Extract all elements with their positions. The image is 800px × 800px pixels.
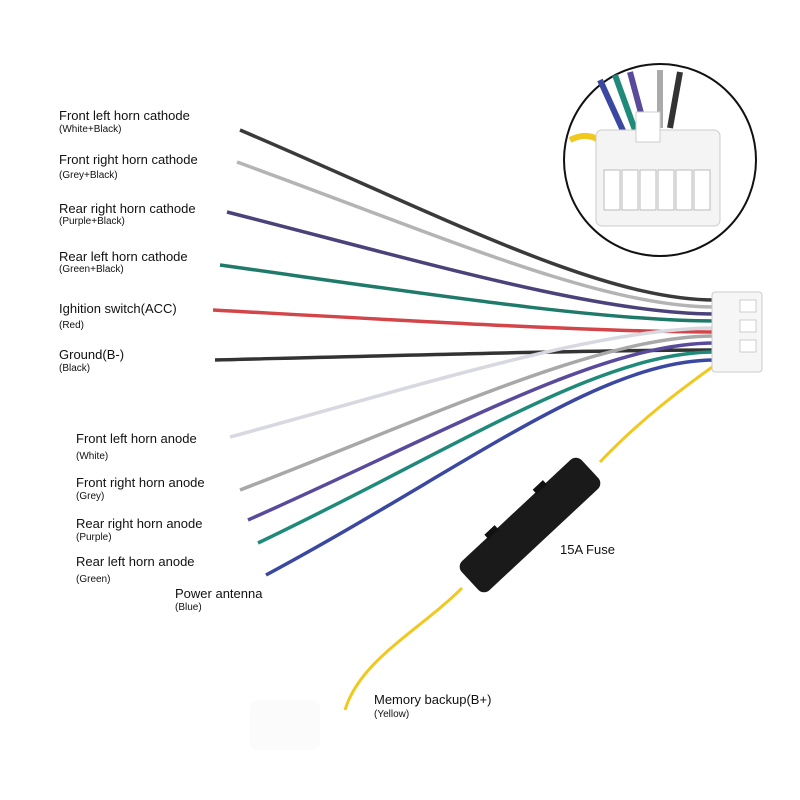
wire-label: Rear right horn anode (76, 516, 203, 531)
wire-0 (239, 128, 716, 302)
wire-color-label: (Blue) (175, 602, 202, 613)
wire-8 (247, 341, 716, 522)
wire-label: Rear right horn cathode (59, 201, 196, 216)
wire-color-label: (Red) (59, 320, 85, 331)
fuse-holder (459, 457, 601, 593)
wire-label: Front left horn cathode (59, 108, 190, 123)
fuse-label: 15A Fuse (560, 542, 615, 557)
wire-color-label: (Green+Black) (59, 264, 124, 275)
wire-label: Ground(B-) (59, 347, 125, 362)
wire-color-label: (Black) (59, 363, 91, 374)
wire-label: Front right horn cathode (59, 152, 198, 167)
wire-color-label: (Grey+Black) (59, 170, 118, 181)
wire-label: Front right horn anode (76, 475, 205, 490)
wire-label: Rear left horn cathode (59, 249, 188, 264)
wire-9 (257, 350, 716, 545)
wire-1 (236, 160, 716, 309)
wire-label: Rear left horn anode (76, 554, 195, 569)
connector-closeup-inset (563, 63, 757, 257)
main-connector (711, 291, 763, 373)
wire-color-label: (Purple) (76, 532, 112, 543)
wire-2 (226, 210, 716, 316)
wire-6 (229, 326, 716, 439)
wire-color-label: (White+Black) (59, 124, 122, 135)
wire-7 (239, 334, 716, 492)
wire-color-label: (Grey) (76, 491, 105, 502)
wire-3 (219, 263, 716, 323)
backup-plug (250, 700, 320, 750)
wire-color-label: (Green) (76, 574, 111, 585)
wire-color-label: (White) (76, 451, 109, 462)
wire-4 (212, 308, 716, 334)
wire-color-label: (Purple+Black) (59, 216, 125, 227)
wire-label: Front left horn anode (76, 431, 197, 446)
wire-label: Power antenna (175, 586, 263, 601)
backup-color: (Yellow) (374, 709, 410, 720)
wire-label: Ighition switch(ACC) (59, 301, 177, 316)
wire-5 (214, 348, 716, 362)
wire-10 (265, 358, 716, 577)
backup-label: Memory backup(B+) (374, 692, 492, 707)
yellow-wire (343, 363, 716, 711)
